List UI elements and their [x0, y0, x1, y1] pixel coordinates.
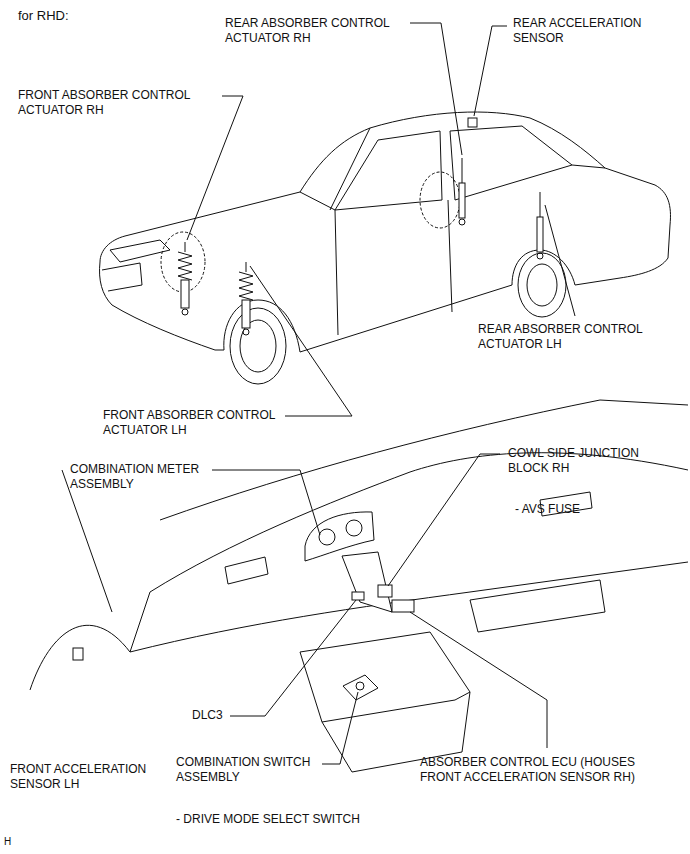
leader-line	[212, 470, 320, 535]
front-actuator-lh	[239, 262, 253, 335]
part-label: - AVS FUSE	[515, 502, 665, 517]
leader-line	[230, 600, 356, 716]
dlc3-connector	[352, 592, 364, 600]
rear-actuator-rh	[459, 158, 465, 225]
windshield-line	[300, 128, 370, 210]
part-label: H	[4, 836, 24, 849]
rear-right-wheel	[420, 172, 460, 228]
leader-line	[322, 692, 358, 764]
part-label: REAR ABSORBER CONTROL ACTUATOR LH	[478, 322, 673, 352]
dashboard-top	[150, 453, 688, 592]
center-console	[300, 632, 470, 772]
steering-column	[342, 552, 392, 612]
leader-line	[410, 612, 547, 748]
leader-line	[410, 23, 462, 155]
heading: for RHD:	[18, 8, 69, 24]
part-label: DLC3	[192, 708, 252, 723]
leader-line	[388, 454, 500, 586]
part-label: - DRIVE MODE SELECT SWITCH	[176, 812, 426, 827]
rear-left-wheel	[518, 253, 566, 317]
part-label: ABSORBER CONTROL ECU (HOUSES FRONT ACCEL…	[420, 755, 675, 785]
glovebox	[470, 580, 605, 632]
absorber-control-ecu	[392, 600, 414, 612]
mode-switch-knob	[356, 682, 364, 690]
grille	[102, 263, 142, 291]
combination-switch	[343, 675, 378, 700]
meter-dial	[346, 520, 362, 536]
leader-line	[474, 26, 507, 116]
part-label: FRONT ABSORBER CONTROL ACTUATOR RH	[18, 88, 218, 118]
meter-dial	[319, 529, 335, 545]
dashboard-lower	[130, 562, 688, 652]
rear-left-rim	[527, 264, 557, 306]
part-label: COWL SIDE JUNCTION BLOCK RH	[508, 446, 673, 476]
car-body	[100, 112, 671, 352]
leader-line	[250, 266, 352, 416]
part-label: REAR ACCELERATION SENSOR	[513, 16, 673, 46]
part-label: FRONT ACCELERATION SENSOR LH	[10, 762, 180, 792]
rear-acceleration-sensor	[468, 118, 477, 127]
leader-line	[187, 96, 243, 240]
leader-line	[545, 205, 575, 316]
front-acceleration-sensor	[73, 648, 83, 660]
part-label: COMBINATION SWITCH ASSEMBLY	[176, 755, 346, 785]
console-edge	[322, 692, 470, 722]
front-left-wheel	[230, 308, 286, 384]
cowl-junction-block	[378, 585, 392, 597]
side-window	[450, 126, 572, 200]
part-label: REAR ABSORBER CONTROL ACTUATOR RH	[225, 16, 420, 46]
door-line	[335, 165, 605, 335]
front-actuator-rh	[178, 242, 192, 315]
rear-actuator-lh	[537, 192, 543, 259]
part-label: COMBINATION METER ASSEMBLY	[70, 462, 235, 492]
door-trim	[30, 625, 130, 690]
side-window	[335, 131, 442, 210]
a-pillar	[62, 470, 150, 652]
part-label: FRONT ABSORBER CONTROL ACTUATOR LH	[103, 408, 303, 438]
air-vent	[225, 557, 268, 584]
